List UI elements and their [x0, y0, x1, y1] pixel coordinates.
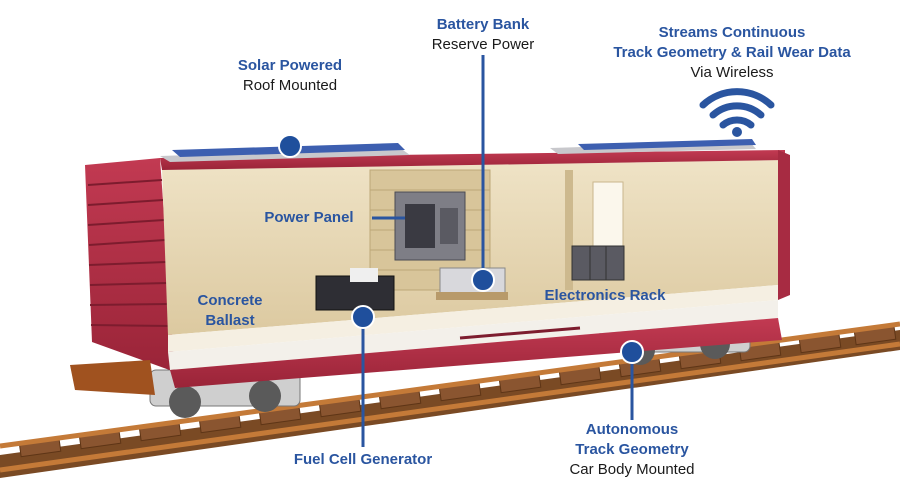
solar-label-title: Solar Powered [237, 57, 343, 74]
electronics-rack-label: Electronics Rack [530, 286, 680, 306]
autonomous-label-subtitle: Car Body Mounted [569, 461, 695, 478]
streams-label-line2: Track Geometry & Rail Wear Data [613, 44, 851, 61]
battery-label: Battery Bank Reserve Power [400, 15, 566, 55]
streams-label-subtitle: Via Wireless [690, 64, 774, 81]
power-panel-unit [394, 191, 466, 261]
autonomous-label-line2: Track Geometry [575, 441, 689, 458]
battery-callout-dot [471, 268, 495, 292]
solar-label-subtitle: Roof Mounted [242, 77, 338, 94]
battery-label-subtitle: Reserve Power [431, 36, 535, 53]
electronics-label-title: Electronics Rack [544, 287, 666, 304]
solar-label: Solar Powered Roof Mounted [205, 56, 375, 96]
concrete-label-line1: Concrete [197, 292, 263, 309]
fuel-cell-unit [315, 268, 395, 311]
callout-leaders [361, 55, 634, 447]
fuel-cell-label: Fuel Cell Generator [276, 450, 450, 470]
fuel-cell-label-title: Fuel Cell Generator [293, 451, 433, 468]
power-panel-label-title: Power Panel [264, 209, 354, 226]
power-panel-label: Power Panel [252, 208, 366, 228]
fuel-cell-callout-dot [351, 305, 375, 329]
streams-label: Streams Continuous Track Geometry & Rail… [590, 23, 874, 83]
battery-label-title: Battery Bank [436, 16, 530, 33]
electronics-rack-unit [571, 245, 625, 281]
concrete-ballast-label: Concrete Ballast [182, 291, 278, 331]
callout-markers [278, 134, 644, 364]
autonomous-label: Autonomous Track Geometry Car Body Mount… [548, 420, 716, 480]
solar-callout-dot [278, 134, 302, 158]
wifi-icon [699, 88, 775, 137]
concrete-label-line2: Ballast [205, 312, 255, 329]
streams-label-line1: Streams Continuous [658, 24, 806, 41]
autonomous-label-line1: Autonomous [585, 421, 679, 438]
autonomous-callout-dot [620, 340, 644, 364]
